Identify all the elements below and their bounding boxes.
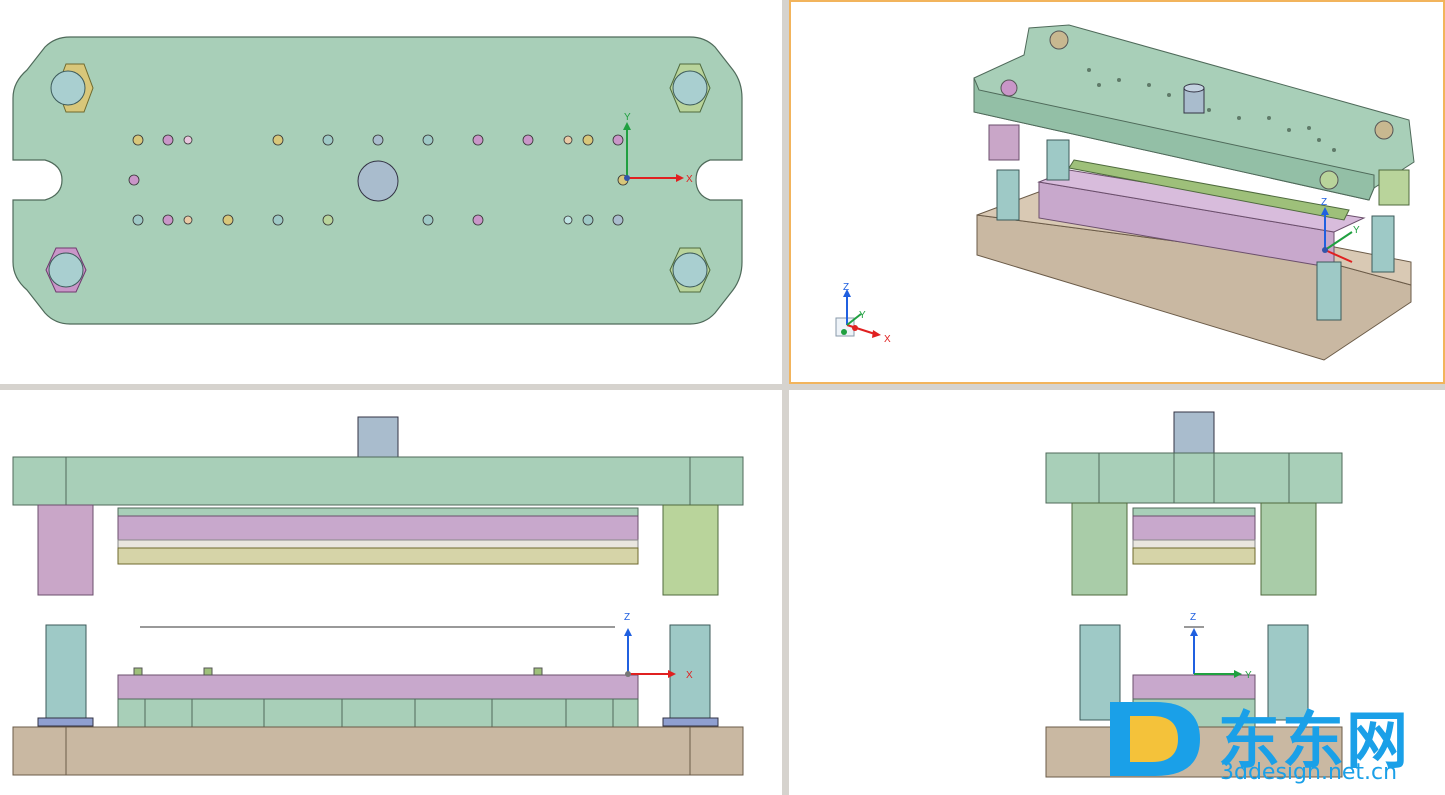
watermark-cn: 东东网 bbox=[1218, 704, 1411, 777]
top-view-drawing: X Y bbox=[12, 36, 743, 325]
viewport-top[interactable]: X Y bbox=[0, 0, 782, 384]
corner-bushings bbox=[45, 63, 711, 293]
cube-axis-x: X bbox=[884, 334, 891, 345]
axis-label-x: X bbox=[686, 174, 693, 185]
splitter-vertical[interactable] bbox=[782, 0, 789, 795]
hole-row-1 bbox=[132, 134, 624, 146]
center-shank bbox=[357, 160, 399, 202]
splitter-horizontal[interactable] bbox=[0, 384, 1445, 390]
front-view-drawing: Z X bbox=[12, 416, 744, 776]
front-view-triad bbox=[624, 628, 676, 678]
side-axis-z: Z bbox=[1190, 612, 1196, 623]
watermark-url: 3ddesign.net.cn bbox=[1220, 760, 1398, 785]
iso-axis-y: Y bbox=[1353, 225, 1360, 236]
watermark: 东东网 3ddesign.net.cn bbox=[1100, 694, 1445, 795]
iso-holes bbox=[1000, 30, 1394, 190]
axis-label-y: Y bbox=[624, 112, 631, 123]
front-axis-z: Z bbox=[624, 612, 630, 623]
iso-view-drawing: Z Y Z Y X bbox=[835, 24, 1415, 361]
hole-row-3 bbox=[132, 214, 624, 226]
viewport-iso[interactable]: Z Y Z Y X bbox=[789, 0, 1445, 384]
front-axis-x: X bbox=[686, 670, 693, 681]
iso-axis-z: Z bbox=[1321, 197, 1327, 208]
cube-axis-z: Z bbox=[843, 282, 849, 293]
watermark-logo-icon bbox=[1110, 702, 1200, 776]
viewport-front[interactable]: Z X bbox=[0, 390, 782, 795]
top-view-triad bbox=[623, 122, 684, 182]
side-axis-y: Y bbox=[1245, 670, 1252, 681]
side-view-triad bbox=[1184, 626, 1242, 678]
cube-axis-y: Y bbox=[859, 310, 866, 321]
iso-view-triad bbox=[1321, 207, 1353, 263]
view-cube-triad bbox=[835, 289, 881, 338]
